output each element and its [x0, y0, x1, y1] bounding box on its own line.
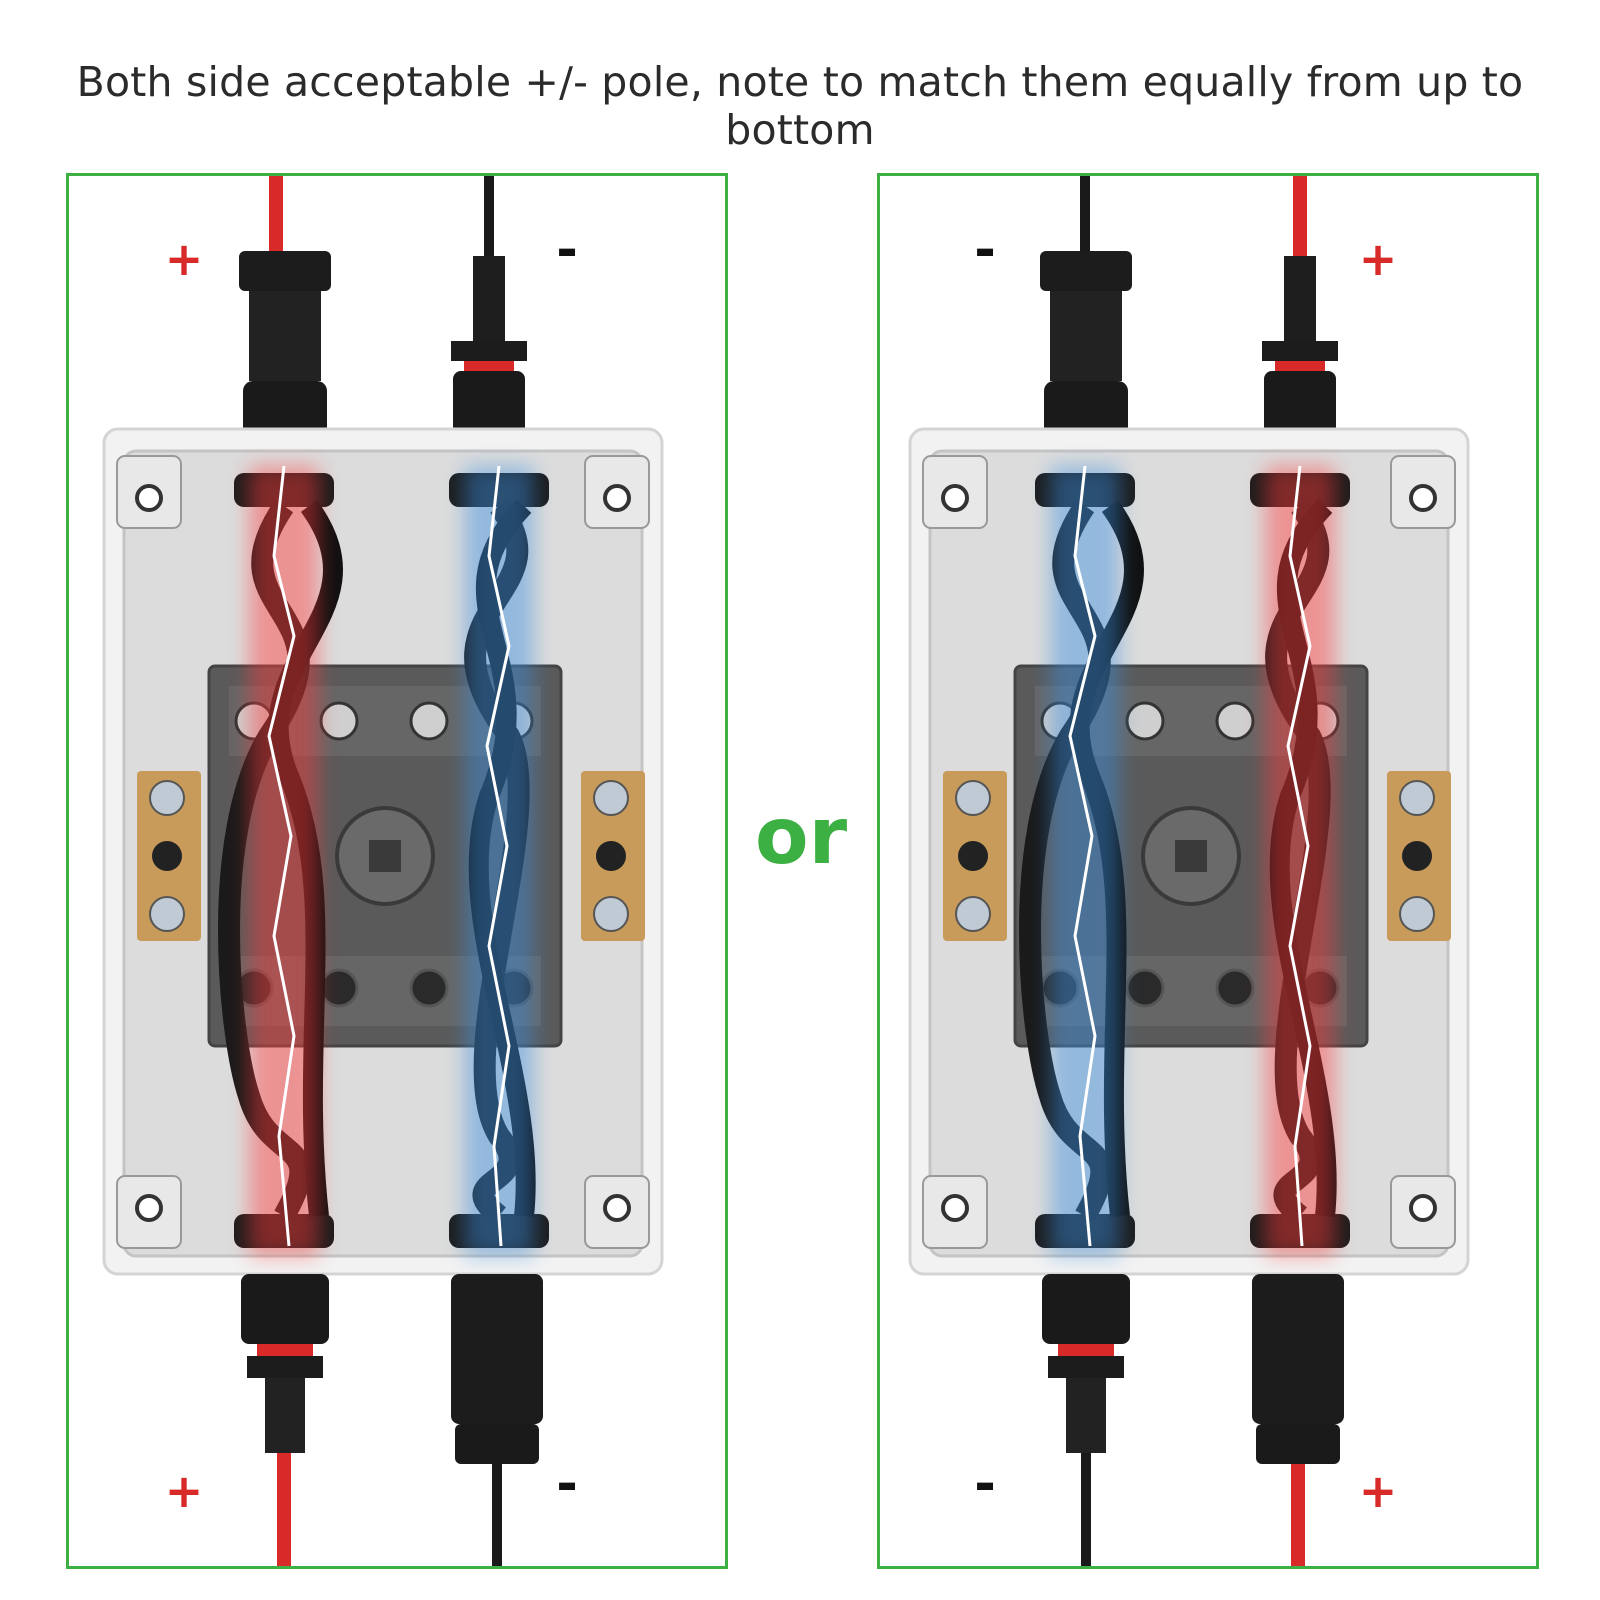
headline: Both side acceptable +/- pole, note to m…: [76, 58, 1524, 154]
right-terminal-block: [1387, 771, 1451, 941]
pole-bottom-left: +: [164, 1464, 204, 1518]
pole-bottom-right: +: [1358, 1464, 1398, 1518]
bottom-right-connector-icon: [1252, 1274, 1344, 1464]
top-right-wire: [484, 176, 494, 266]
lightning-glow-icon: [1050, 466, 1120, 1256]
lightning-glow-icon: [249, 466, 319, 1256]
top-right-wire: [1293, 176, 1307, 266]
top-left-connector-icon: [239, 251, 331, 441]
pole-top-right: +: [1358, 232, 1398, 286]
left-terminal-block: [943, 771, 1007, 941]
top-left-wire: [1080, 176, 1090, 266]
bottom-left-wire: [277, 1453, 291, 1566]
top-left-connector-icon: [1040, 251, 1132, 441]
junction-box-photo-right: [908, 176, 1470, 1566]
pole-bottom-left: -: [974, 1454, 996, 1514]
top-right-connector-icon: [1262, 256, 1338, 436]
pole-top-left: +: [164, 232, 204, 286]
lightning-glow-icon: [1265, 466, 1335, 1256]
left-terminal-block: [137, 771, 201, 941]
panel-left: + - + -: [66, 173, 728, 1569]
pole-bottom-right: -: [556, 1454, 578, 1514]
lightning-glow-icon: [464, 466, 534, 1256]
right-terminal-block: [581, 771, 645, 941]
panel-right: - + - +: [877, 173, 1539, 1569]
pole-top-right: -: [556, 220, 578, 280]
bottom-left-wire: [1081, 1453, 1091, 1566]
bottom-right-wire: [492, 1464, 502, 1566]
bottom-left-connector-icon: [1042, 1274, 1130, 1453]
top-right-connector-icon: [451, 256, 527, 436]
junction-box-photo-left: [102, 176, 664, 1566]
pole-top-left: -: [974, 220, 996, 280]
or-separator: or: [755, 792, 848, 882]
top-left-wire: [269, 176, 283, 266]
bottom-left-connector-icon: [241, 1274, 329, 1453]
bottom-right-connector-icon: [451, 1274, 543, 1464]
bottom-right-wire: [1291, 1464, 1305, 1566]
